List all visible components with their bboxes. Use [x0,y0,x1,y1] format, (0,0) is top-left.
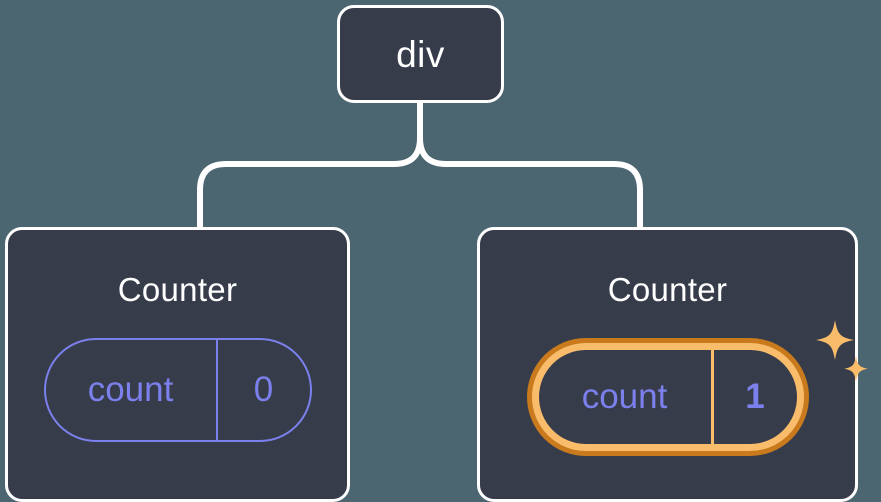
connector-path-left [197,100,423,230]
state-value-left: 0 [215,340,310,440]
state-pill-wrapper-left: count 0 [43,338,312,442]
state-pill-wrapper-right: count 1 [526,320,868,456]
connector-path-right [417,100,643,230]
node-counter-left[interactable]: Counter count 0 [5,227,350,502]
node-counter-left-title: Counter [117,271,238,308]
node-div[interactable]: div [337,5,504,103]
state-key-left: count [87,370,174,409]
node-counter-right-title: Counter [607,271,728,308]
node-counter-right[interactable]: Counter count 1 [477,227,868,502]
sparkles-icon [815,320,868,382]
sparkle-small-icon [843,356,868,382]
state-pill-left[interactable]: count 0 [43,338,312,442]
state-pill-right[interactable]: count 1 [526,338,809,456]
state-pill-right-inner: count 1 [538,350,797,444]
sparkle-large-icon [815,320,854,360]
node-div-label: div [396,33,445,75]
state-value-right: 1 [710,350,797,444]
state-key-right: count [581,377,668,416]
